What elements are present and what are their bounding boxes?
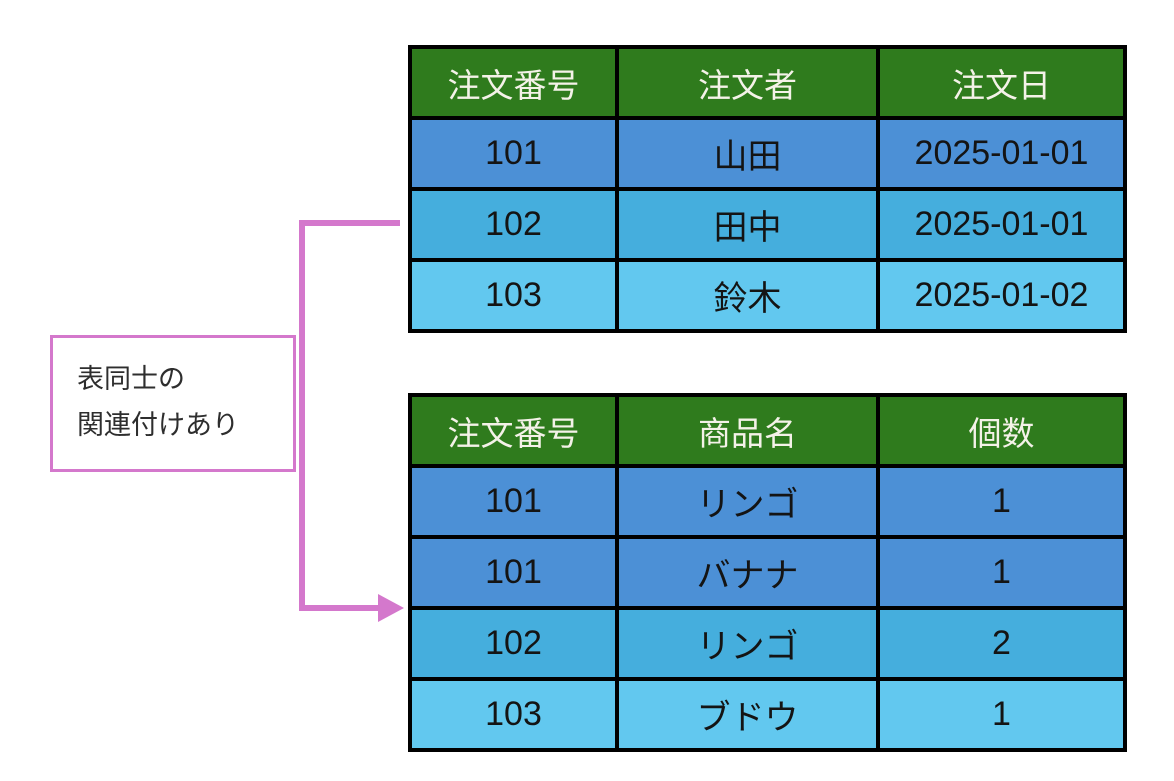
cell-order-number: 101 <box>408 535 619 610</box>
cell-quantity: 2 <box>876 606 1127 681</box>
cell-quantity: 1 <box>876 464 1127 539</box>
cell-order-date: 2025-01-01 <box>876 116 1127 191</box>
items-header-product-name: 商品名 <box>615 393 880 468</box>
cell-product-name: リンゴ <box>615 464 880 539</box>
cell-quantity: 1 <box>876 677 1127 752</box>
cell-order-number: 103 <box>408 677 619 752</box>
items-header-quantity: 個数 <box>876 393 1127 468</box>
table-row: 102 田中 2025-01-01 <box>408 187 1127 262</box>
relationship-label-box: 表同士の 関連付けあり <box>50 335 296 472</box>
cell-orderer: 田中 <box>615 187 880 262</box>
order-items-table-header-row: 注文番号 商品名 個数 <box>408 393 1127 468</box>
table-row: 101 山田 2025-01-01 <box>408 116 1127 191</box>
table-row: 101 リンゴ 1 <box>408 464 1127 539</box>
cell-order-number: 102 <box>408 187 619 262</box>
connector-bottom-segment <box>299 605 381 611</box>
label-line-2: 関連付けあり <box>77 410 239 440</box>
orders-header-orderer: 注文者 <box>615 45 880 120</box>
cell-product-name: ブドウ <box>615 677 880 752</box>
table-row: 103 鈴木 2025-01-02 <box>408 258 1127 333</box>
cell-orderer: 鈴木 <box>615 258 880 333</box>
table-row: 103 ブドウ 1 <box>408 677 1127 752</box>
orders-header-order-date: 注文日 <box>876 45 1127 120</box>
table-row: 102 リンゴ 2 <box>408 606 1127 681</box>
order-items-table: 注文番号 商品名 個数 101 リンゴ 1 101 バナナ 1 102 リンゴ … <box>408 393 1127 752</box>
cell-order-date: 2025-01-02 <box>876 258 1127 333</box>
cell-product-name: バナナ <box>615 535 880 610</box>
orders-header-order-number: 注文番号 <box>408 45 619 120</box>
table-row: 101 バナナ 1 <box>408 535 1127 610</box>
cell-orderer: 山田 <box>615 116 880 191</box>
cell-product-name: リンゴ <box>615 606 880 681</box>
connector-vertical-segment <box>299 220 305 611</box>
cell-order-number: 101 <box>408 116 619 191</box>
cell-order-number: 101 <box>408 464 619 539</box>
orders-table: 注文番号 注文者 注文日 101 山田 2025-01-01 102 田中 20… <box>408 45 1127 333</box>
arrow-head-icon <box>378 594 404 622</box>
connector-top-segment <box>299 220 400 226</box>
label-line-1: 表同士の <box>77 364 185 394</box>
cell-quantity: 1 <box>876 535 1127 610</box>
items-header-order-number: 注文番号 <box>408 393 619 468</box>
cell-order-number: 103 <box>408 258 619 333</box>
cell-order-number: 102 <box>408 606 619 681</box>
cell-order-date: 2025-01-01 <box>876 187 1127 262</box>
orders-table-header-row: 注文番号 注文者 注文日 <box>408 45 1127 120</box>
